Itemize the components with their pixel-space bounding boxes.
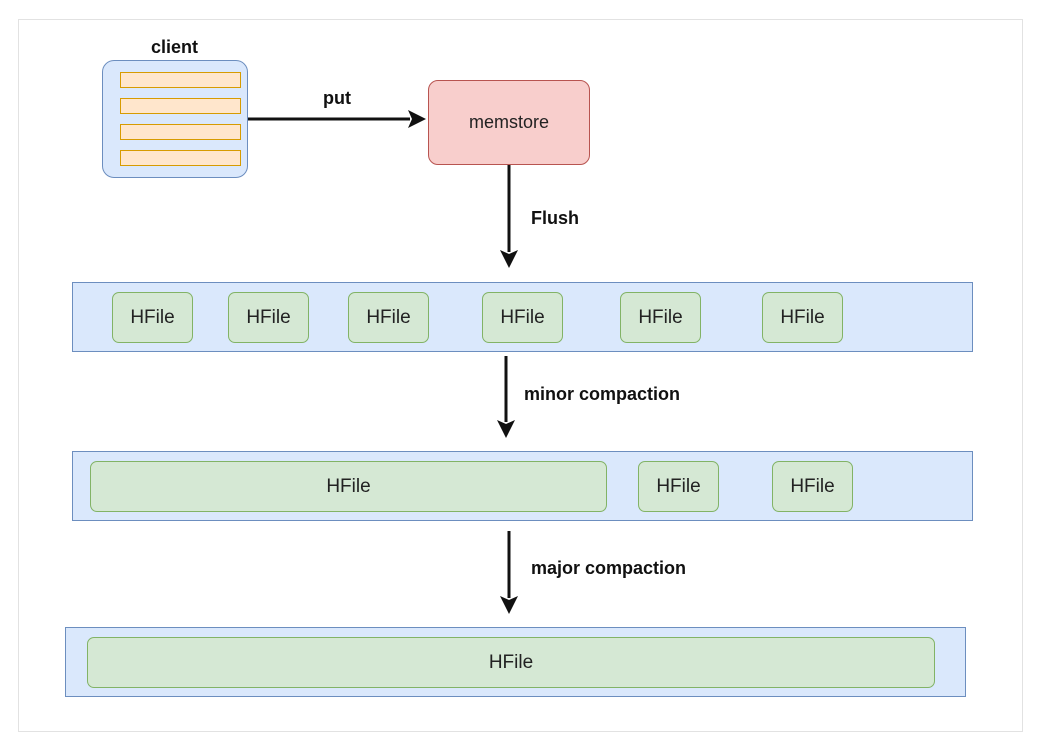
client-label: client <box>151 37 199 57</box>
hfile-label: HFile <box>488 651 534 673</box>
hfile-label: HFile <box>790 475 835 497</box>
hfile: HFile <box>638 461 719 512</box>
hfile-label: HFile <box>246 306 291 328</box>
hfile-label: HFile <box>326 475 371 497</box>
memstore-label: memstore <box>468 112 549 132</box>
hfile: HFile <box>620 292 701 343</box>
hfile: HFile <box>228 292 309 343</box>
hfile: HFile <box>482 292 563 343</box>
flush-arrow <box>500 165 518 268</box>
client-record <box>120 150 241 166</box>
put-arrow <box>248 110 426 128</box>
hfile: HFile <box>762 292 843 343</box>
hfile: HFile <box>772 461 853 512</box>
hfile: HFile <box>112 292 193 343</box>
put-label: put <box>323 88 351 108</box>
client-record <box>120 72 241 88</box>
hfile-label: HFile <box>130 306 175 328</box>
hfile-label: HFile <box>656 475 701 497</box>
client-record <box>120 124 241 140</box>
hfile-label: HFile <box>500 306 545 328</box>
flush-label: Flush <box>531 208 579 228</box>
minor-compaction-label: minor compaction <box>524 384 681 404</box>
merged-hfile: HFile <box>87 637 935 688</box>
hfile-label: HFile <box>638 306 683 328</box>
memstore-node: memstore <box>428 80 590 165</box>
major-compaction-label: major compaction <box>531 558 687 578</box>
hfile: HFile <box>348 292 429 343</box>
hfile-label: HFile <box>366 306 411 328</box>
client-record <box>120 98 241 114</box>
major-compaction-arrow <box>500 531 518 614</box>
merged-hfile: HFile <box>90 461 607 512</box>
hfile-label: HFile <box>780 306 825 328</box>
minor-compaction-arrow <box>497 356 515 438</box>
